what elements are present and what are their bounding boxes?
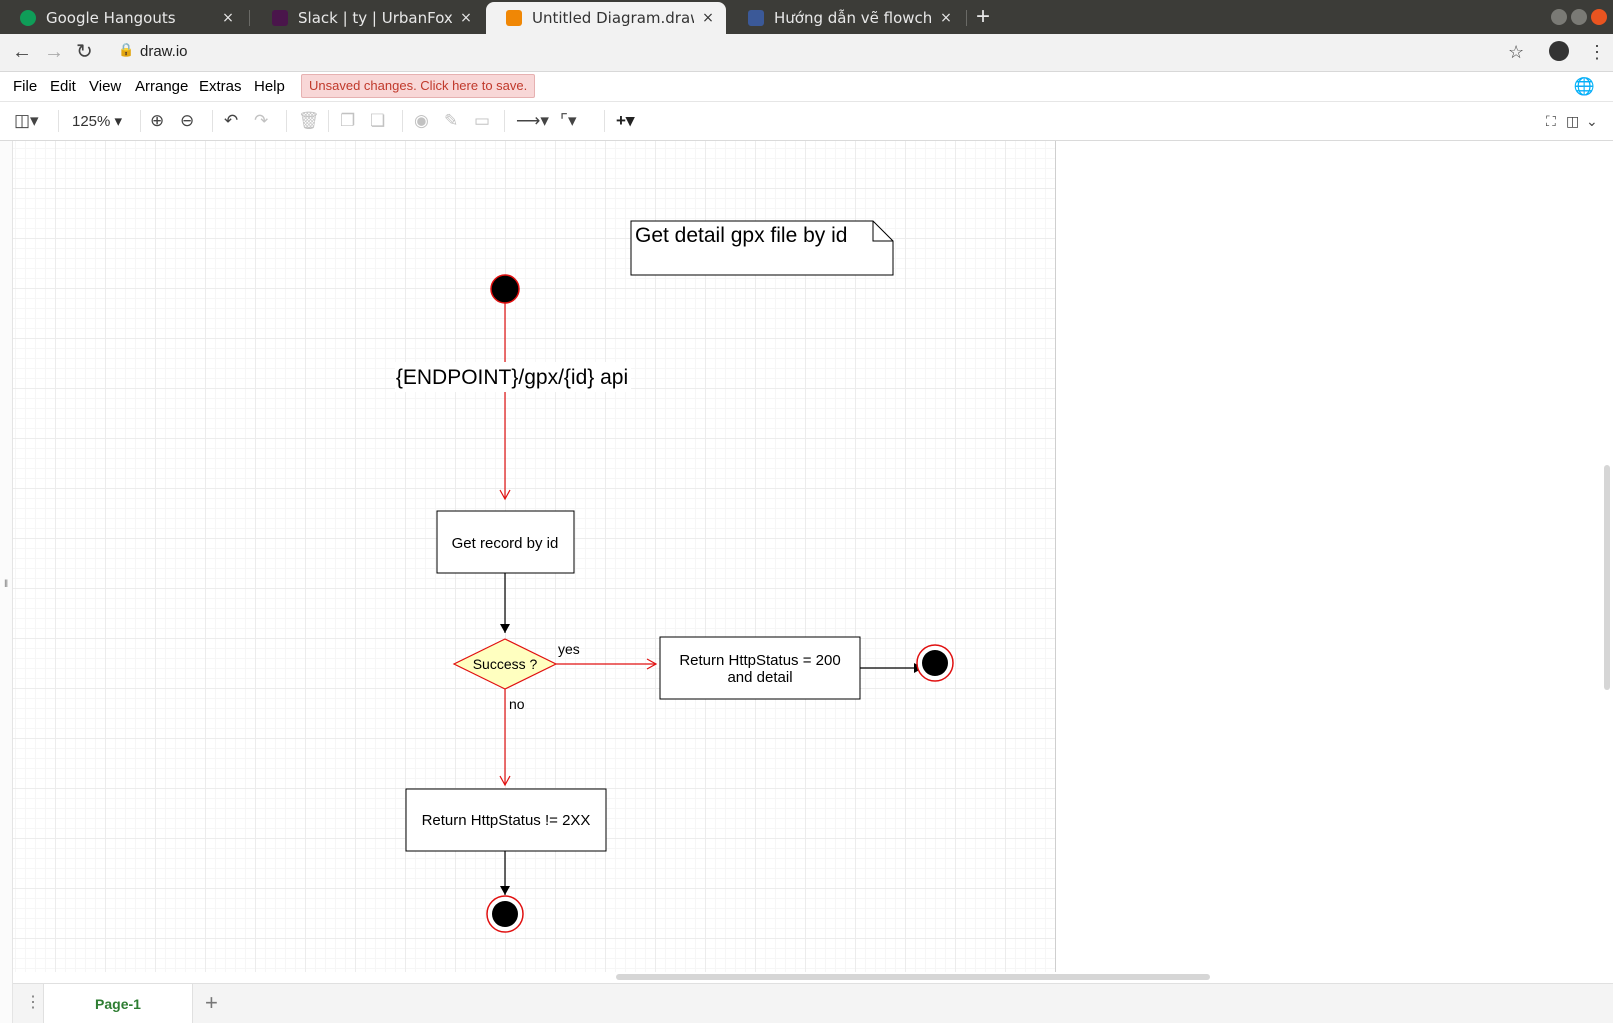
collapse-toolbar-icon[interactable]: ⌄ — [1586, 113, 1598, 129]
grip-icon[interactable]: ‖ — [4, 579, 9, 590]
new-tab-button[interactable]: + — [976, 3, 991, 30]
tab-title: Hướng dẫn vẽ flowchart — [774, 9, 932, 27]
to-back-icon[interactable]: ❏ — [370, 111, 386, 130]
action-get-record-label: Get record by id — [452, 535, 559, 552]
connection-arrow-icon[interactable]: ⟶▾ — [516, 111, 549, 130]
menu-arrange[interactable]: Arrange — [135, 78, 189, 95]
menu-file[interactable]: File — [13, 78, 38, 95]
insert-plus-icon[interactable]: +▾ — [616, 111, 635, 130]
tab-divider — [966, 10, 967, 26]
decision-label: Success ? — [473, 656, 538, 672]
tab-title: Untitled Diagram.drawio — [532, 9, 694, 27]
note-text: Get detail gpx file by id — [635, 224, 847, 247]
close-icon[interactable]: × — [702, 10, 714, 26]
close-icon[interactable]: × — [222, 10, 234, 26]
fullscreen-icon[interactable]: ⛶ — [1546, 113, 1556, 129]
toolbar-divider — [402, 110, 403, 132]
action-return-error[interactable]: Return HttpStatus != 2XX — [405, 788, 607, 852]
minimize-window-button[interactable] — [1551, 9, 1567, 25]
menu-edit[interactable]: Edit — [50, 78, 76, 95]
toolbar-divider — [212, 110, 213, 132]
add-page-button[interactable]: + — [205, 990, 218, 1015]
toolbar-divider — [286, 110, 287, 132]
edge-label-yes: yes — [558, 641, 580, 657]
line-color-icon[interactable]: ✎ — [444, 111, 459, 130]
avatar[interactable] — [1549, 41, 1569, 61]
start-node[interactable] — [490, 274, 520, 304]
action-return-error-label: Return HttpStatus != 2XX — [422, 812, 591, 829]
drawio-icon — [506, 10, 522, 26]
action-get-record[interactable]: Get record by id — [436, 510, 575, 574]
edge-label-background — [395, 362, 631, 392]
address-bar: ← → ↻ 🔒 draw.io ☆ ⋮ — [0, 34, 1613, 72]
browser-tab-strip: Google Hangouts × Slack | ty | UrbanFox … — [0, 0, 1613, 34]
toolbar-divider — [504, 110, 505, 132]
action-return-200[interactable]: Return HttpStatus = 200 and detail — [659, 636, 861, 700]
maximize-window-button[interactable] — [1571, 9, 1587, 25]
undo-icon[interactable]: ↶ — [224, 111, 239, 130]
page-tab-1[interactable]: Page-1 — [43, 984, 193, 1023]
v-logo-icon — [748, 10, 764, 26]
vertical-scrollbar[interactable] — [1604, 465, 1610, 690]
format-panel-icon[interactable]: ◫▾ — [14, 111, 39, 130]
globe-icon[interactable]: 🌐 — [1573, 77, 1595, 96]
format-panel — [1056, 141, 1613, 1023]
menubar: File Edit View Arrange Extras Help Unsav… — [0, 72, 1613, 102]
decision-success[interactable]: Success ? — [452, 638, 558, 690]
zoom-out-icon[interactable]: ⊖ — [180, 111, 195, 130]
toolbar-divider — [328, 110, 329, 132]
browser-tab-slack[interactable]: Slack | ty | UrbanFox × — [252, 2, 484, 34]
close-icon[interactable]: × — [460, 10, 472, 26]
browser-tab-hangouts[interactable]: Google Hangouts × — [0, 2, 246, 34]
toolbar-divider — [604, 110, 605, 132]
menu-extras[interactable]: Extras — [199, 78, 242, 95]
shadow-icon[interactable]: ▭ — [474, 111, 491, 130]
left-panel-gutter[interactable]: ‖ — [0, 141, 13, 1023]
action-return-200-line1: Return HttpStatus = 200 — [679, 652, 840, 669]
fill-color-icon[interactable]: ◉ — [414, 111, 429, 130]
tab-title: Google Hangouts — [46, 9, 176, 27]
note-shape[interactable]: Get detail gpx file by id — [630, 220, 894, 276]
page-tabs-bar: ⋮ Page-1 + — [13, 983, 1613, 1023]
toggle-panel-icon[interactable]: ◫ — [1566, 113, 1580, 129]
toolbar-divider — [140, 110, 141, 132]
tab-title: Slack | ty | UrbanFox — [298, 9, 452, 27]
edge-label-no: no — [509, 696, 525, 712]
horizontal-scrollbar[interactable] — [616, 974, 1210, 980]
toolbar: ◫▾ 125% ▾ ⊕ ⊖ ↶ ↷ 🗑 ❐ ❏ ◉ ✎ ▭ ⟶▾ ⌜▾ +▾ ⛶… — [0, 102, 1613, 141]
delete-icon[interactable]: 🗑 — [298, 111, 320, 130]
arrow-right-icon[interactable]: → — [44, 41, 64, 63]
zoom-dropdown[interactable]: 125% ▾ — [72, 113, 123, 130]
slack-icon — [272, 10, 288, 26]
menu-view[interactable]: View — [89, 78, 122, 95]
canvas-border — [1055, 141, 1056, 972]
end-node-success[interactable] — [916, 644, 954, 682]
diagram-canvas[interactable]: Get detail gpx file by id {ENDPOINT}/gpx… — [13, 141, 1055, 972]
star-icon[interactable]: ☆ — [1508, 42, 1525, 62]
diagram-svg: Get detail gpx file by id {ENDPOINT}/gpx… — [395, 220, 954, 933]
browser-tab-drawio[interactable]: Untitled Diagram.drawio × — [486, 2, 726, 34]
reload-icon[interactable]: ↻ — [76, 41, 93, 63]
toolbar-divider — [58, 110, 59, 132]
browser-tab-flowchart-guide[interactable]: Hướng dẫn vẽ flowchart × — [728, 2, 964, 34]
kebab-menu-icon[interactable]: ⋮ — [1588, 42, 1606, 62]
to-front-icon[interactable]: ❐ — [340, 111, 356, 130]
close-window-button[interactable] — [1591, 9, 1607, 25]
waypoints-icon[interactable]: ⌜▾ — [560, 111, 577, 130]
redo-icon[interactable]: ↷ — [254, 111, 269, 130]
page-menu-icon[interactable]: ⋮ — [25, 994, 41, 1011]
edge-label-endpoint[interactable]: {ENDPOINT}/gpx/{id} api — [396, 366, 628, 389]
menu-help[interactable]: Help — [254, 78, 285, 95]
lock-icon[interactable]: 🔒 — [118, 42, 135, 57]
unsaved-changes-button[interactable]: Unsaved changes. Click here to save. — [301, 74, 536, 98]
end-node-error[interactable] — [486, 895, 524, 933]
tab-divider — [249, 10, 250, 26]
hangouts-icon — [20, 10, 36, 26]
url-field[interactable]: draw.io — [140, 43, 188, 60]
arrow-left-icon[interactable]: ← — [12, 41, 32, 63]
close-icon[interactable]: × — [940, 10, 952, 26]
zoom-level: 125% — [72, 113, 111, 130]
action-return-200-line2: and detail — [727, 669, 792, 686]
zoom-in-icon[interactable]: ⊕ — [150, 111, 165, 130]
